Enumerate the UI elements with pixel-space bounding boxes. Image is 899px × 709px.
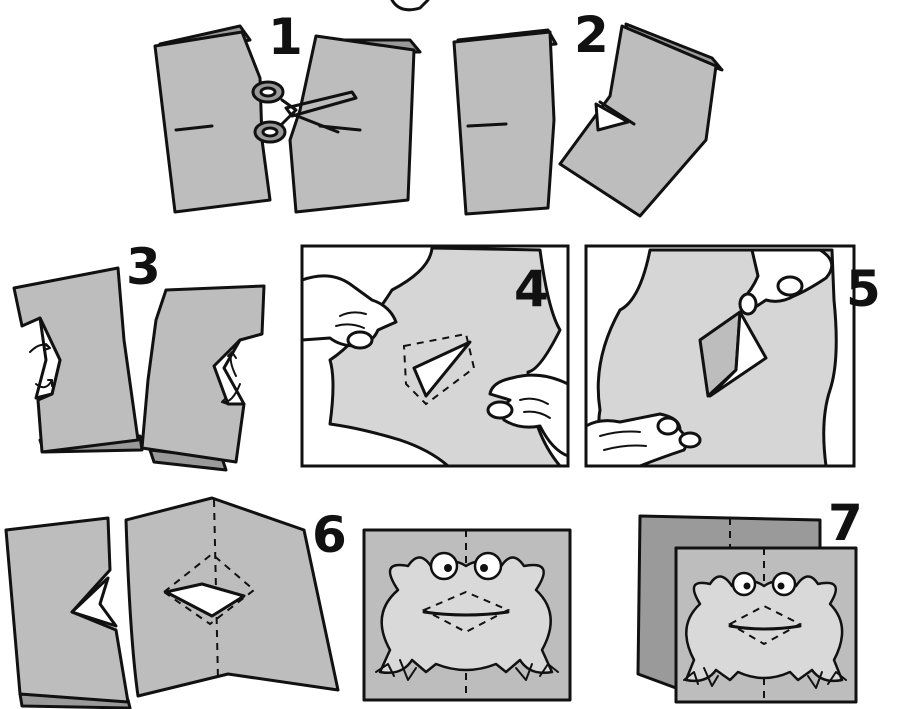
step-7-frog-left-eye (733, 573, 755, 595)
frog-left-eye (431, 553, 457, 579)
step-5-panel: 5 (586, 246, 881, 466)
step-3-left-half (14, 268, 138, 452)
step-1-panel: 1 (155, 8, 420, 212)
step-5-number: 5 (846, 260, 881, 318)
step-7-frog-right-eye (773, 573, 795, 595)
frog-left-pupil (444, 564, 452, 572)
top-edge-curl (392, 0, 428, 10)
step-6-panel: 6 (6, 498, 347, 708)
step-2-number: 2 (574, 6, 609, 64)
step-1-left-half (155, 32, 270, 212)
step-6-number: 6 (312, 506, 347, 564)
step-3-right-half (142, 286, 264, 462)
step-7-panel: 7 (638, 494, 863, 702)
frog-right-eye (475, 553, 501, 579)
step-6-left-half (6, 518, 128, 702)
step-2-left-cut-line (468, 124, 506, 126)
step-4-panel: 4 (302, 246, 568, 466)
frog-illustration (376, 553, 558, 680)
step-7-frog-left-pupil (744, 583, 751, 590)
step-1-right-half (290, 36, 414, 212)
step-2-panel: 2 (454, 6, 722, 216)
step-4-number: 4 (514, 260, 549, 318)
step-1-number: 1 (268, 8, 303, 66)
step-7-frog-right-pupil (778, 583, 785, 590)
frog-right-pupil (480, 564, 488, 572)
frog-card-panel (364, 530, 570, 700)
step-7-number: 7 (828, 494, 863, 552)
step-3-panel: 3 (14, 238, 264, 470)
step-3-number: 3 (126, 238, 161, 296)
step-7-frog-illustration (684, 573, 846, 688)
